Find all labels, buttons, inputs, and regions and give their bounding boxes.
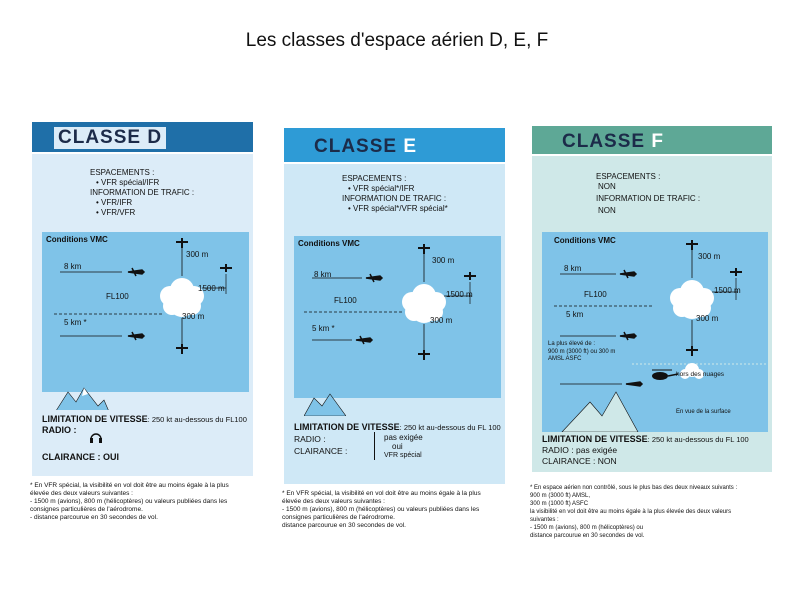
card-d-vmc-diagram: [54, 238, 232, 354]
card-f-word: CLASSE: [562, 131, 646, 152]
card-f-clearance: CLAIRANCE : NON: [542, 456, 617, 466]
mountain-icon: [304, 393, 346, 416]
card-f-radio: RADIO : pas exigée: [542, 445, 618, 455]
card-f-spacing: ESPACEMENTS :: [596, 172, 661, 181]
card-d-vmc-label: Conditions VMC: [46, 235, 108, 244]
card-e-note: * En VFR spécial, la visibilité en vol d…: [282, 490, 481, 497]
card-e-spacing: ESPACEMENTS :: [342, 174, 407, 183]
cloud-icon: [670, 280, 714, 319]
card-d-word: CLASSE: [58, 127, 142, 148]
card-e-vmc-label: Conditions VMC: [298, 239, 360, 248]
cloud-icon: [402, 284, 446, 323]
card-e-vmc-box: [294, 236, 501, 398]
card-f-speed-limit: LIMITATION DE VITESSE: 250 kt au-dessous…: [542, 434, 749, 444]
page-title: Les classes d'espace aérien D, E, F: [245, 30, 549, 51]
card-e-vmc-diagram: [304, 244, 476, 360]
card-f-letter: F: [651, 131, 664, 152]
card-d-clearance: CLAIRANCE : OUI: [42, 452, 119, 462]
cloud-icon: [160, 278, 204, 317]
card-d-ground: [42, 410, 249, 462]
card-d-note: * En VFR spécial, la visibilité en vol d…: [30, 482, 229, 489]
card-e-clearance: CLAIRANCE :: [294, 446, 348, 456]
card-d-speed-limit: LIMITATION DE VITESSE: 250 kt au-dessous…: [42, 414, 247, 424]
card-f-vmc-box: [542, 232, 768, 432]
small-cloud-icon: [680, 363, 704, 379]
card-d-vmc-box: [42, 232, 249, 392]
helicopter-icon: [652, 369, 679, 380]
card-classe-e: CLASSE E ESPACEMENTS : • VFR spécial*/IF…: [278, 124, 511, 556]
headset-icon: [90, 433, 102, 443]
card-f-header: CLASSE F: [532, 126, 772, 154]
card-classe-f: CLASSE F ESPACEMENTS : NON INFORMATION D…: [526, 122, 778, 560]
card-e-header: CLASSE E: [284, 128, 505, 162]
card-d-letter: D: [147, 127, 163, 148]
card-f-vmc-diagram: [554, 240, 768, 432]
card-f-note: * En espace aérien non contrôlé, sous le…: [530, 485, 738, 491]
card-f-vmc-label: Conditions VMC: [554, 236, 616, 245]
card-e-speed-limit: LIMITATION DE VITESSE: 250 kt au-dessous…: [294, 422, 501, 432]
card-e-letter: E: [403, 136, 418, 157]
card-d-header: CLASSE D: [32, 122, 253, 152]
card-d-spacing: ESPACEMENTS :: [90, 168, 155, 177]
card-d-radio: RADIO :: [42, 425, 77, 435]
card-classe-d: CLASSE D ESPACEMENTS : • VFR spécial/IFR…: [26, 118, 259, 540]
card-e-radio: RADIO :: [294, 434, 326, 444]
card-e-word: CLASSE: [314, 136, 398, 157]
